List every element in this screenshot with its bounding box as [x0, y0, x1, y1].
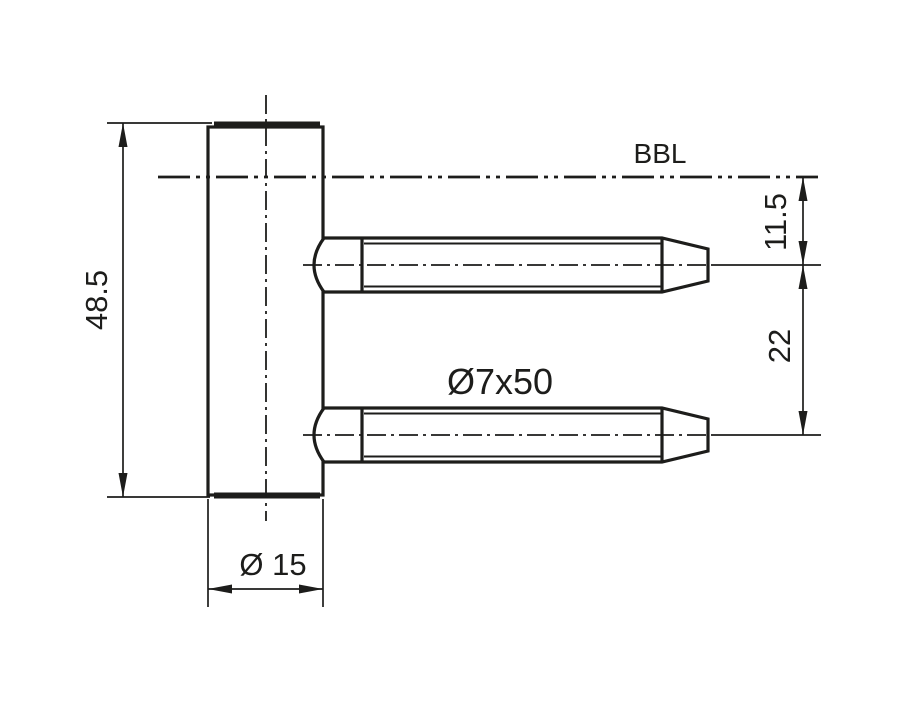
arrowhead-right [299, 584, 323, 594]
dimension-bbl-to-pin: 11.5 22 [713, 177, 821, 436]
arrowhead-up [118, 123, 128, 147]
arrowhead-down-bottom-pin [798, 411, 808, 435]
bottom-pin [303, 406, 713, 464]
arrowhead-left [208, 584, 232, 594]
arrowhead-up-pin-axis [798, 265, 808, 289]
barrel-diameter-label: Ø 15 [239, 547, 306, 582]
bbl-label: BBL [634, 138, 687, 169]
top-pin [303, 236, 713, 294]
pin-spacing-label: 22 [762, 329, 797, 363]
bbl-to-pin-label: 11.5 [758, 193, 793, 251]
arrowhead-down-pin-axis [798, 241, 808, 265]
hinge-barrel [206, 95, 325, 521]
height-dimension-label: 48.5 [79, 270, 114, 330]
pin-spec-label: Ø7x50 [447, 361, 553, 402]
dimension-height: 48.5 [79, 122, 212, 498]
dimension-barrel-diameter: Ø 15 [207, 499, 324, 607]
arrowhead-down [118, 473, 128, 497]
arrowhead-up-bbl [798, 177, 808, 201]
